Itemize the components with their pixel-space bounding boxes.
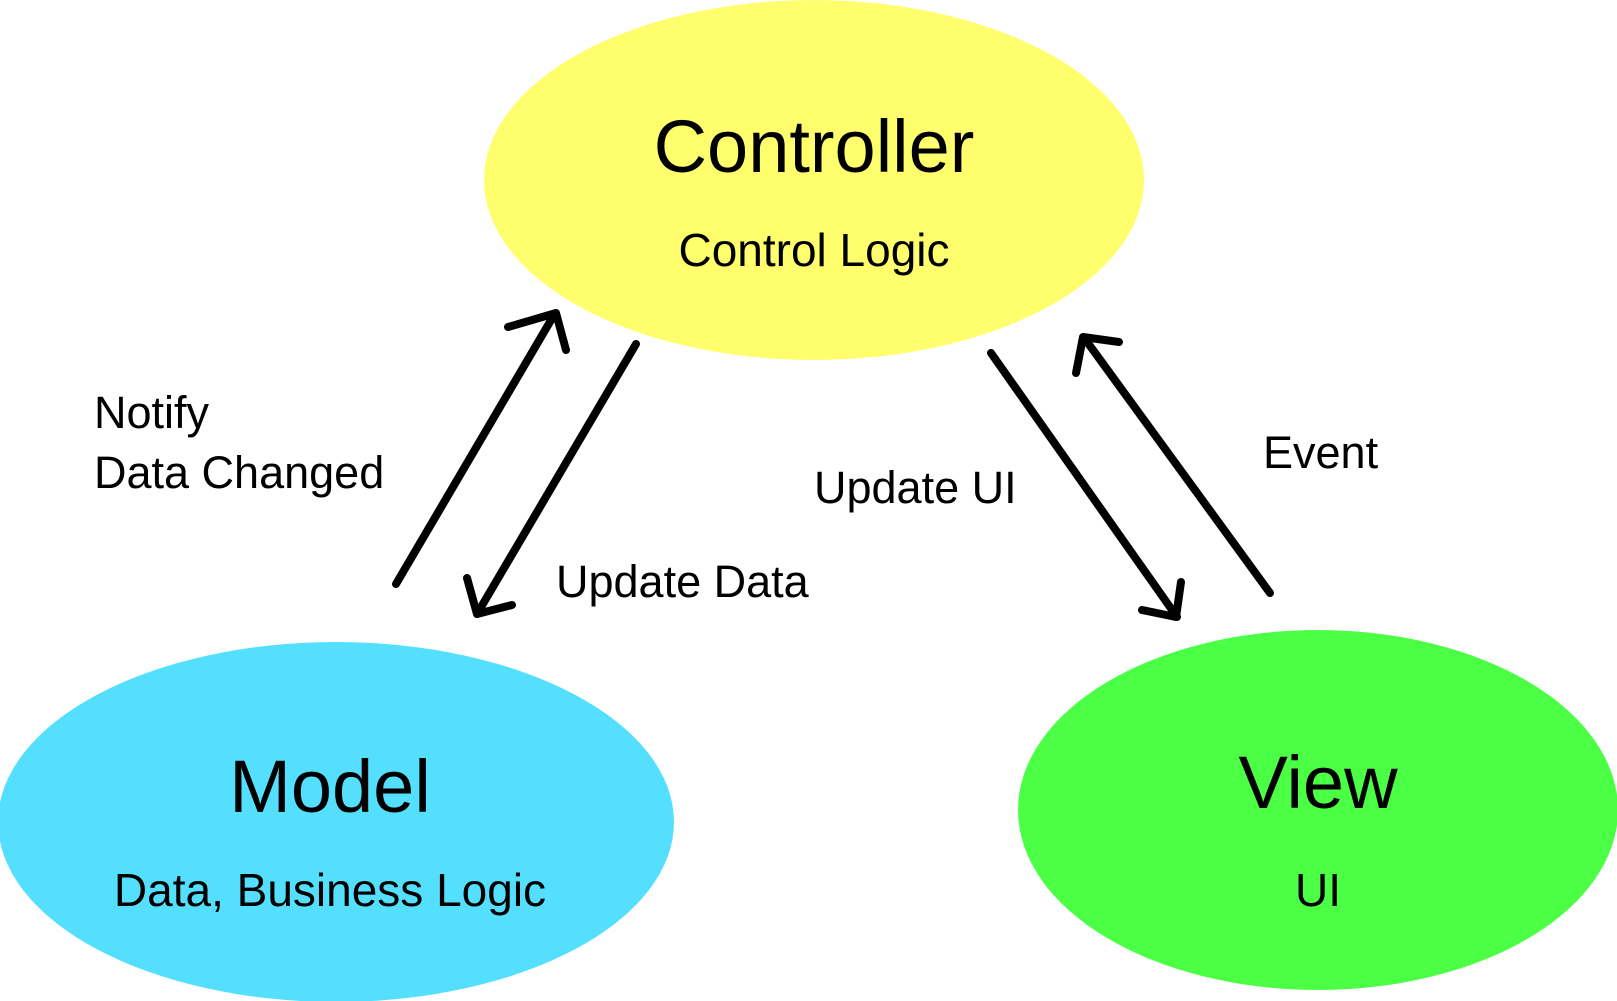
update-data-arrow [463,340,640,618]
view-subtitle: UI [1295,864,1341,916]
controller-title: Controller [654,105,975,188]
model-ellipse [0,642,674,1001]
update-ui-label: Update UI [814,462,1017,513]
model-title: Model [229,745,431,828]
notify-label-line2: Data Changed [94,447,384,498]
view-title: View [1238,741,1398,824]
controller-ellipse [484,0,1144,360]
controller-node: Controller Control Logic [484,0,1144,360]
model-subtitle: Data, Business Logic [114,864,546,916]
view-node: View UI [1018,630,1617,990]
notify-label-line1: Notify [94,387,210,438]
update-data-label: Update Data [556,556,810,607]
notify-data-changed-arrow [392,309,570,588]
update-ui-arrow [987,349,1185,621]
event-label: Event [1263,427,1379,478]
controller-subtitle: Control Logic [678,224,949,276]
view-ellipse [1018,630,1617,990]
event-arrow [1072,333,1274,597]
model-node: Model Data, Business Logic [0,642,674,1001]
